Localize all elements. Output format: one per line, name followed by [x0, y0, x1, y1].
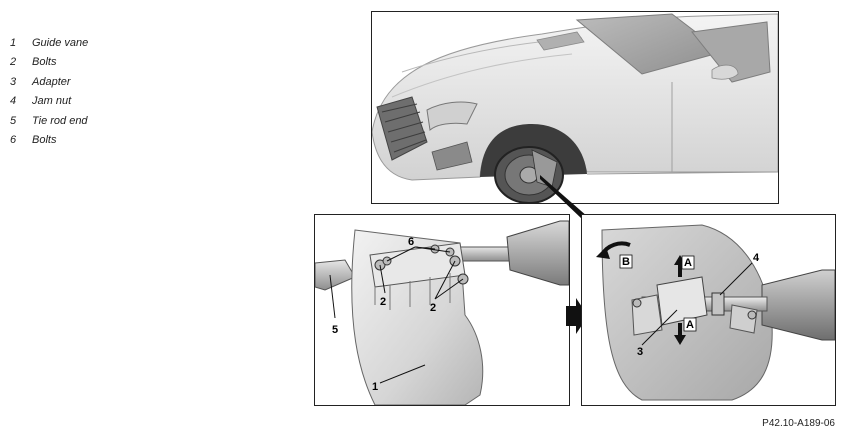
legend-label: Bolts	[32, 134, 57, 147]
legend-number: 6	[10, 134, 17, 147]
legend-label: Tie rod end	[32, 114, 88, 127]
detail-figure-right: A A B 3 4	[581, 214, 836, 406]
legend-item-6: 6 Bolts	[10, 131, 88, 151]
legend-number: 1	[10, 36, 17, 49]
legend-label: Adapter	[32, 75, 71, 88]
callout-b: B	[622, 256, 630, 268]
zoom-pointer	[540, 175, 588, 219]
callout-a-bottom: A	[686, 319, 694, 331]
car-overview-figure	[371, 11, 779, 204]
legend-item-4: 4 Jam nut	[10, 92, 88, 112]
legend-label: Jam nut	[32, 95, 72, 108]
arrow-down-icon	[674, 323, 686, 345]
legend-item-3: 3 Adapter	[10, 72, 88, 92]
legend-label: Bolts	[32, 56, 57, 69]
legend-number: 4	[10, 95, 17, 108]
legend-item-1: 1 Guide vane	[10, 33, 88, 53]
adapter-illustration: A A B 3 4	[596, 224, 835, 401]
legend-number: 3	[10, 75, 17, 88]
legend: 1 Guide vane 2 Bolts 3 Adapter 4 Jam nut…	[10, 33, 88, 150]
reference-code: P42.10-A189-06	[762, 418, 835, 429]
callout-6: 6	[408, 236, 414, 248]
car-illustration	[372, 13, 778, 203]
callout-2-right: 2	[430, 302, 436, 314]
detail-figure-left: 6 2 2 5 1	[314, 214, 570, 406]
legend-item-5: 5 Tie rod end	[10, 111, 88, 131]
step-arrow-icon	[566, 298, 588, 334]
legend-label: Guide vane	[32, 36, 89, 49]
legend-number: 5	[10, 114, 17, 127]
callout-1: 1	[372, 381, 378, 393]
callout-3: 3	[637, 346, 643, 358]
legend-item-2: 2 Bolts	[10, 53, 88, 73]
callout-a-top: A	[684, 257, 692, 269]
callout-2-left: 2	[380, 296, 386, 308]
callout-4: 4	[753, 252, 760, 264]
legend-number: 2	[10, 56, 17, 69]
callout-5: 5	[332, 324, 338, 336]
guide-vane-illustration: 6 2 2 5 1	[315, 220, 569, 405]
